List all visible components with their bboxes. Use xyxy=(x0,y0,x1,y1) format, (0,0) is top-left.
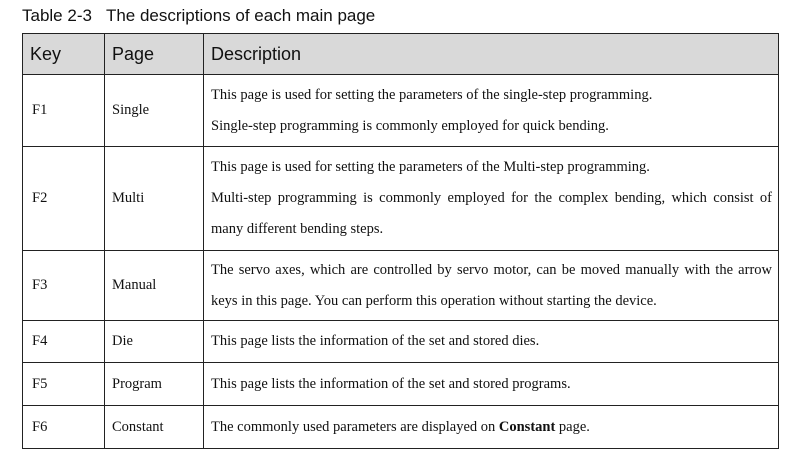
page-cell: Program xyxy=(104,362,204,406)
description-line: The servo axes, which are controlled by … xyxy=(211,261,772,309)
description-cell: This page lists the information of the s… xyxy=(203,320,779,363)
table-number: Table 2-3 xyxy=(22,6,92,25)
description-line: This page lists the information of the s… xyxy=(211,375,571,392)
page-cell: Multi xyxy=(104,146,204,251)
page-cell: Manual xyxy=(104,250,204,321)
header-description: Description xyxy=(203,33,779,75)
description-cell: The servo axes, which are controlled by … xyxy=(203,250,779,321)
header-row: Key Page Description xyxy=(22,33,779,75)
description-line: This page lists the information of the s… xyxy=(211,333,540,349)
description-cell: The commonly used parameters are display… xyxy=(203,405,779,449)
key-cell: F1 xyxy=(22,74,105,147)
description-line: This page is used for setting the parame… xyxy=(211,159,650,175)
main-pages-table: Key Page Description F1 Single This page… xyxy=(22,33,779,449)
constant-keyword: Constant xyxy=(498,418,556,435)
description-cell: This page is used for setting the parame… xyxy=(203,74,779,147)
description-line: Single-step programming is commonly empl… xyxy=(211,117,609,134)
header-key: Key xyxy=(22,33,105,75)
page-cell: Single xyxy=(104,74,204,147)
key-cell: F4 xyxy=(22,320,105,363)
description-line: The commonly used parameters are display… xyxy=(211,412,772,443)
table-row: F1 Single This page is used for setting … xyxy=(22,74,779,147)
table-row: F4 Die This page lists the information o… xyxy=(22,320,779,363)
page-cell: Die xyxy=(104,320,204,363)
description-cell: This page is used for setting the parame… xyxy=(203,146,779,251)
description-text: The commonly used parameters are display… xyxy=(211,418,499,435)
table-title: The descriptions of each main page xyxy=(105,6,376,25)
key-cell: F5 xyxy=(22,362,105,406)
description-line: This page is used for setting the parame… xyxy=(211,86,653,103)
key-cell: F2 xyxy=(22,146,105,251)
key-cell: F3 xyxy=(22,250,105,321)
table-row: F2 Multi This page is used for setting t… xyxy=(22,146,779,251)
table-caption: Table 2-3 The descriptions of each main p… xyxy=(22,6,375,26)
page-cell: Constant xyxy=(104,405,204,449)
key-cell: F6 xyxy=(22,405,105,449)
description-text: page. xyxy=(555,418,590,435)
table-row: F6 Constant The commonly used parameters… xyxy=(22,405,779,449)
table-row: F5 Program This page lists the informati… xyxy=(22,362,779,406)
table-row: F3 Manual The servo axes, which are cont… xyxy=(22,250,779,321)
header-page: Page xyxy=(104,33,204,75)
description-cell: This page lists the information of the s… xyxy=(203,362,779,406)
description-line: Multi-step programming is commonly emplo… xyxy=(211,190,772,237)
